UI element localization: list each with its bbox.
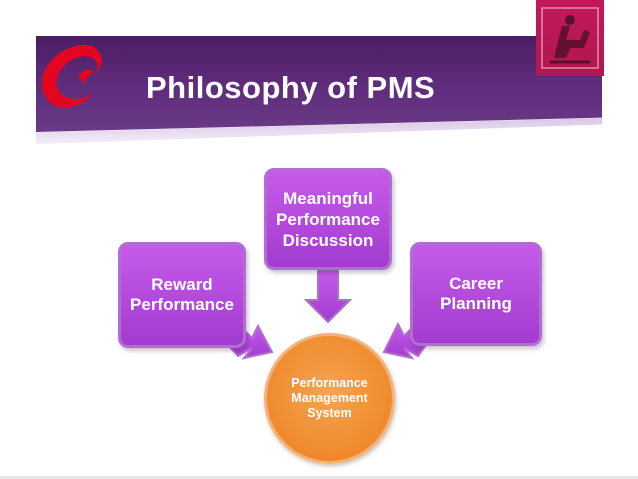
right-box-line-1: Career bbox=[449, 274, 503, 293]
emblem-logo-icon bbox=[541, 7, 599, 69]
top-box-line-2: Performance bbox=[276, 209, 380, 229]
hub-line-3: System bbox=[307, 406, 352, 420]
slide-title: Philosophy of PMS bbox=[146, 70, 436, 105]
top-box-line-1: Meaningful bbox=[283, 188, 373, 208]
top-box-line-3: Discussion bbox=[282, 230, 374, 250]
arrow-down bbox=[303, 269, 353, 324]
title-banner bbox=[36, 36, 602, 132]
meaningful-discussion-box: Meaningful Performance Discussion bbox=[264, 168, 392, 270]
left-box-line-1: Reward bbox=[151, 275, 213, 294]
career-planning-box: Career Planning bbox=[410, 242, 542, 346]
hub-line-1: Performance bbox=[291, 376, 368, 390]
right-box-line-2: Planning bbox=[440, 294, 512, 313]
arrow-left-to-hub bbox=[226, 323, 274, 360]
left-box-line-2: Performance bbox=[130, 295, 234, 314]
reward-performance-box: Reward Performance bbox=[118, 242, 246, 348]
footer-rule bbox=[0, 476, 638, 479]
hub-line-2: Management bbox=[291, 391, 368, 405]
pms-hub-circle: Performance Management System bbox=[264, 333, 395, 464]
airtel-logo-icon bbox=[41, 44, 102, 108]
